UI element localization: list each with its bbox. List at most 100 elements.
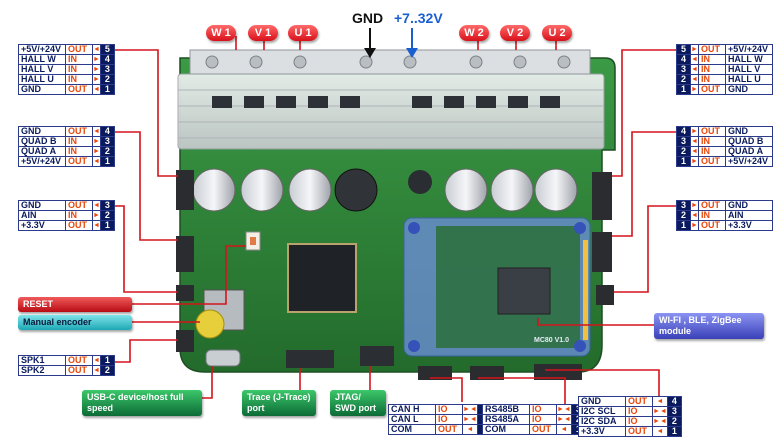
- pin-arrow: ◄: [690, 146, 699, 157]
- wifi-chip: [497, 267, 551, 315]
- pin-dir: OUT: [435, 424, 463, 435]
- pin-sig: QUAD A: [18, 146, 66, 157]
- pin-arrow: ◄: [652, 426, 668, 437]
- pin-dir: IN: [697, 136, 726, 147]
- pin-arrow: ◄: [690, 210, 699, 221]
- pin-arrow: ►◄: [556, 404, 572, 415]
- pin-sig: GND: [18, 200, 66, 211]
- pin-dir: IN: [65, 54, 93, 65]
- motor-label-v1: V 1: [248, 25, 278, 41]
- pin-arrow: ◄: [92, 84, 101, 95]
- supply-arrows: [364, 28, 418, 58]
- pin-num: 4: [99, 54, 115, 65]
- pin-num: 1: [99, 220, 115, 231]
- pin-arrow: ►: [690, 156, 699, 167]
- pin-arrow: ►: [92, 210, 101, 221]
- pin-num: 3: [676, 200, 691, 211]
- pin-num: 1: [666, 426, 682, 437]
- pin-arrow: ◄: [690, 74, 699, 85]
- pin-dir: IO: [435, 414, 463, 425]
- pin-dir: IO: [529, 404, 557, 415]
- pin-arrow: ►: [92, 146, 101, 157]
- pin-arrow: ◄: [556, 424, 572, 435]
- pin-sig: RS485A: [482, 414, 530, 425]
- leader-lines: [100, 36, 680, 404]
- pin-num: 3: [99, 64, 115, 75]
- pin-arrow: ►◄: [556, 414, 572, 425]
- pin-num: 2: [676, 74, 691, 85]
- wifi-pins: [583, 240, 588, 340]
- pin-num: 2: [99, 74, 115, 85]
- pin-arrow: ►: [690, 126, 699, 137]
- pin-dir: IN: [697, 210, 726, 221]
- pin-dir: OUT: [65, 200, 93, 211]
- pin-sig: +3.3V: [18, 220, 66, 231]
- pin-arrow: ►◄: [462, 404, 478, 415]
- pin-arrow: ◄: [92, 44, 101, 55]
- pin-row: CAN HIO►◄3: [388, 404, 492, 415]
- pin-sig: I2C SDA: [578, 416, 626, 427]
- pin-num: 5: [676, 44, 691, 55]
- motor-label-u1: U 1: [288, 25, 318, 41]
- pin-arrow: ◄: [92, 200, 101, 211]
- pin-dir: IO: [625, 416, 653, 427]
- pin-num: 4: [99, 126, 115, 137]
- pin-sig: +3.3V: [578, 426, 626, 437]
- pin-sig: GND: [18, 126, 66, 137]
- pin-num: 2: [99, 146, 115, 157]
- encoder-callout: Manual encoder: [18, 315, 132, 330]
- supply-label: +7..32V: [394, 10, 443, 26]
- pin-num: 3: [99, 136, 115, 147]
- pin-arrow: ◄: [92, 355, 101, 366]
- pin-sig: +5V/+24V: [724, 156, 773, 167]
- pin-dir: OUT: [697, 220, 726, 231]
- pin-sig: QUAD B: [18, 136, 66, 147]
- motor-label-w2: W 2: [459, 25, 489, 41]
- left-connectors: [176, 170, 194, 352]
- pin-num: 4: [676, 54, 691, 65]
- pin-num: 3: [676, 64, 691, 75]
- pin-sig: CAN L: [388, 414, 436, 425]
- pin-dir: IO: [625, 406, 653, 417]
- pin-dir: OUT: [65, 156, 93, 167]
- pin-arrow: ►: [690, 200, 699, 211]
- pin-dir: OUT: [65, 355, 93, 366]
- pin-num: 2: [676, 146, 691, 157]
- mosfets: [212, 96, 560, 108]
- pin-num: 4: [676, 126, 691, 137]
- pin-dir: OUT: [625, 396, 653, 407]
- pin-dir: IN: [65, 136, 93, 147]
- pin-sig: CAN H: [388, 404, 436, 415]
- trace-callout: Trace (J-Trace) port: [242, 390, 316, 416]
- pin-num: 3: [99, 200, 115, 211]
- pin-arrow: ►: [690, 220, 699, 231]
- pin-sig: HALL U: [18, 74, 66, 85]
- pin-dir: IN: [697, 64, 726, 75]
- pin-sig: GND: [18, 84, 66, 95]
- pin-num: 5: [99, 44, 115, 55]
- pin-num: 1: [676, 220, 691, 231]
- pin-arrow: ◄: [92, 365, 101, 376]
- pin-dir: OUT: [697, 126, 726, 137]
- pin-sig: +5V/+24V: [724, 44, 773, 55]
- pin-sig: GND: [578, 396, 626, 407]
- pin-sig: GND: [724, 126, 773, 137]
